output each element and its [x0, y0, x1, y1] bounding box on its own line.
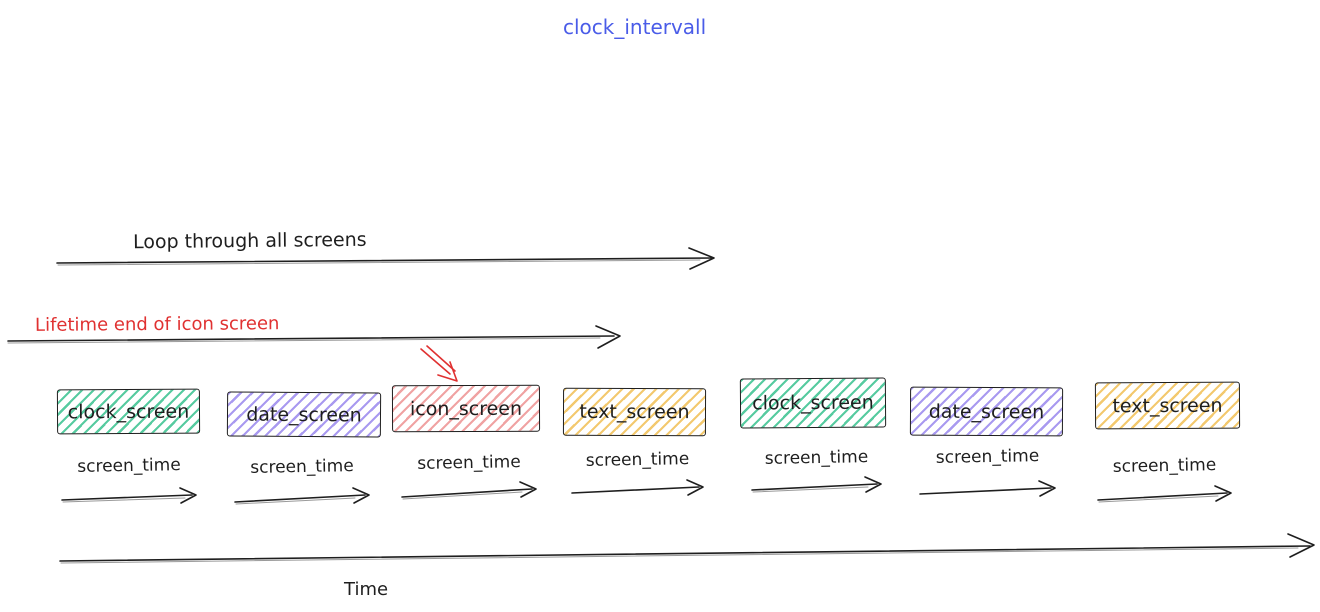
screen-box-clock-screen-1: clock_screen — [56, 388, 201, 435]
screen-time-arrow-3 — [401, 481, 537, 500]
screen-time-label-7: screen_time — [1112, 455, 1217, 477]
screen-box-date-screen-2: date_screen — [909, 386, 1064, 437]
time-axis-label: Time — [344, 579, 389, 600]
screen-box-label: date_screen — [928, 400, 1045, 423]
screen-time-label-5: screen_time — [764, 447, 869, 469]
diagram-title: clock_intervall — [563, 15, 707, 39]
screen-box-text-screen-1: text_screen — [562, 387, 707, 437]
screen-box-label: text_screen — [1112, 394, 1223, 417]
screen-time-label-6: screen_time — [935, 446, 1040, 468]
screen-box-clock-screen-2: clock_screen — [739, 377, 887, 429]
screen-box-label: date_screen — [246, 403, 362, 426]
lifetime-arrow-label: Lifetime end of icon screen — [34, 313, 280, 336]
screen-time-arrow-2 — [234, 487, 370, 505]
screen-time-label-1: screen_time — [77, 455, 181, 477]
screen-time-label-3: screen_time — [417, 452, 521, 474]
screen-time-label-2: screen_time — [250, 456, 354, 478]
screen-box-label: text_screen — [579, 400, 690, 424]
screen-box-icon-screen: icon_screen — [391, 384, 541, 433]
screen-box-label: clock_screen — [67, 400, 190, 423]
icon-screen-pointer-arrow — [420, 345, 458, 382]
screen-box-label: icon_screen — [409, 397, 523, 420]
screen-box-text-screen-2: text_screen — [1094, 381, 1241, 430]
screen-time-label-4: screen_time — [585, 449, 690, 471]
screen-box-label: clock_screen — [752, 391, 874, 415]
screen-time-arrow-6 — [919, 480, 1056, 497]
screen-time-arrow-5 — [751, 476, 882, 493]
screen-time-arrow-7 — [1097, 485, 1232, 503]
time-axis-arrow — [59, 533, 1315, 564]
loop-arrow-label: Loop through all screens — [132, 228, 367, 254]
screen-time-arrow-1 — [61, 487, 197, 504]
screen-time-arrow-4 — [571, 479, 704, 496]
screen-box-date-screen-1: date_screen — [226, 391, 382, 438]
